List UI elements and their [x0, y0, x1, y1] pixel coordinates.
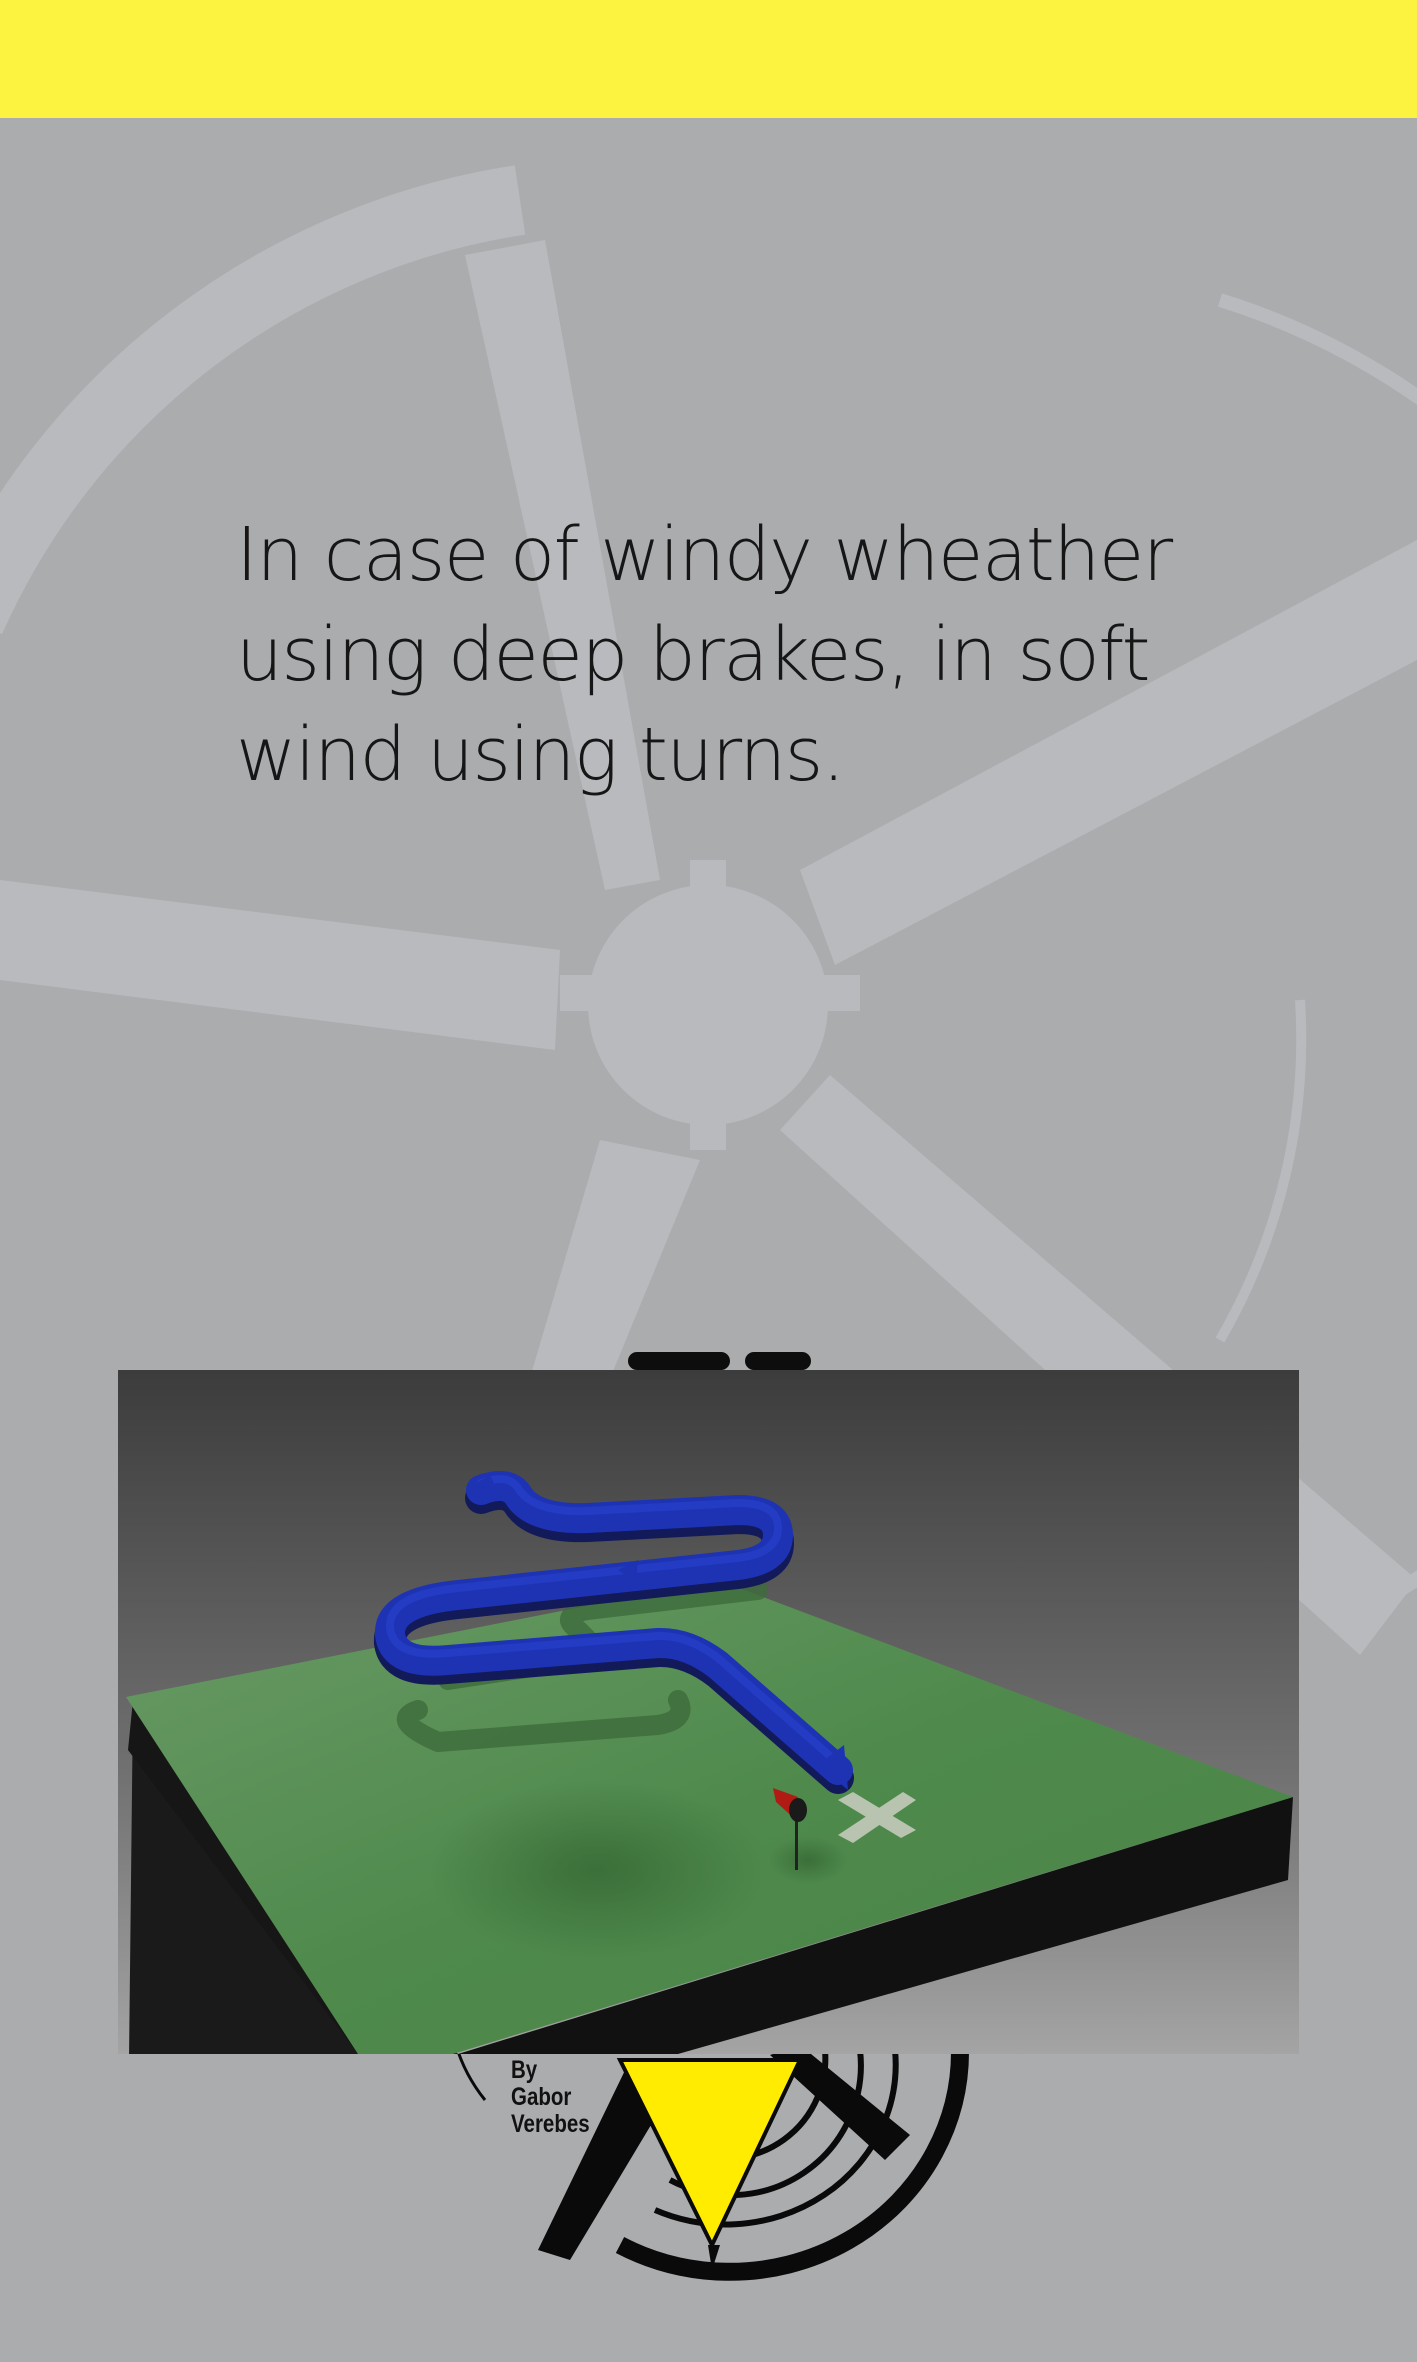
tab-marks	[628, 1352, 811, 1370]
author-credit: By Gabor Verebes	[511, 2056, 590, 2138]
logo-compass-icon	[454, 2044, 970, 2281]
windsock-icon	[773, 1788, 807, 1870]
top-banner	[0, 0, 1417, 118]
headline-text: In case of windy wheather using deep bra…	[236, 512, 1173, 798]
flight-path-arrow-tail	[473, 1475, 498, 1492]
landing-approach-illustration	[118, 1370, 1299, 2054]
flight-path-arrow-head	[818, 1745, 848, 1790]
landing-cross-icon	[838, 1792, 916, 1843]
